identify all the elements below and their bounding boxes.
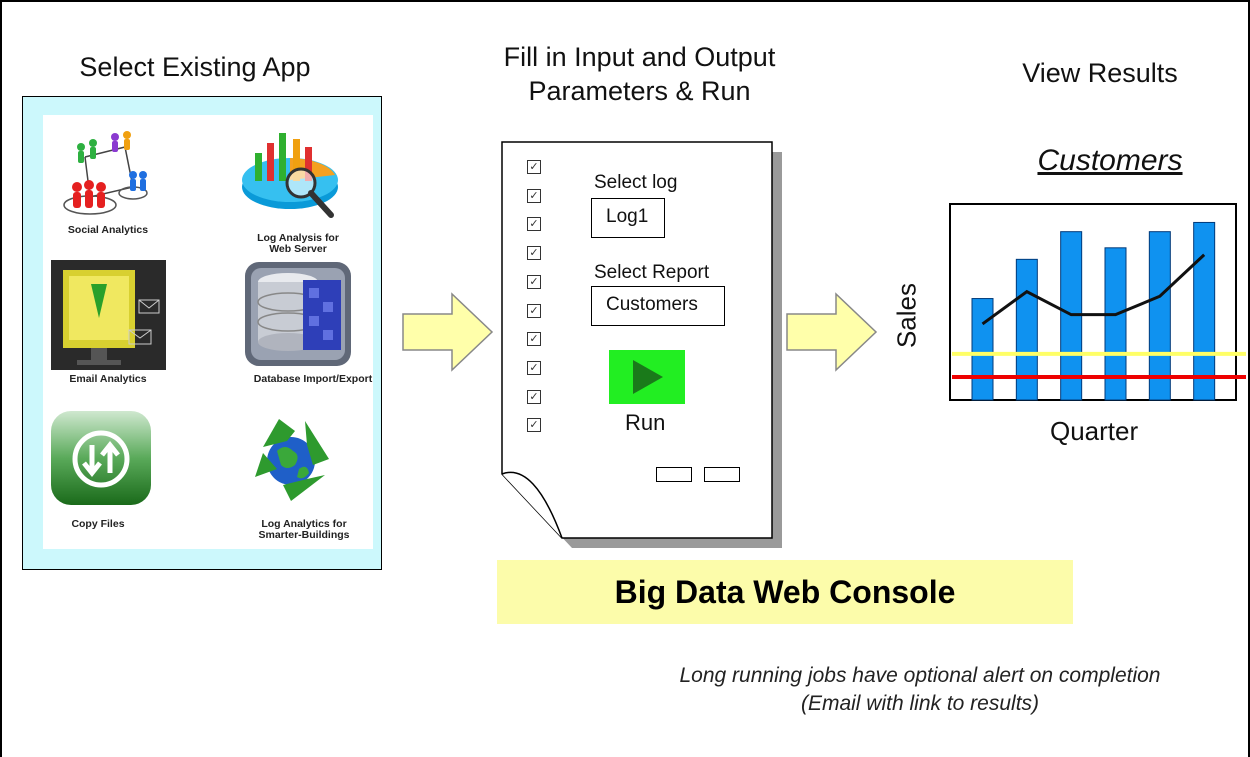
app-database-import-export[interactable]: Database Import/Export xyxy=(213,260,372,390)
form-checkbox[interactable]: ✓ xyxy=(527,418,541,433)
app-label: Database Import/Export xyxy=(253,374,373,385)
form-checkbox[interactable]: ✓ xyxy=(527,160,541,174)
form-checkbox[interactable]: ✓ xyxy=(527,332,541,347)
form-checkbox[interactable]: ✓ xyxy=(527,246,541,261)
play-icon xyxy=(633,360,663,394)
app-copy-files[interactable]: Copy Files xyxy=(43,407,193,537)
form-checkbox[interactable]: ✓ xyxy=(527,188,541,203)
heading-fill-params-line2: Parameters & Run xyxy=(528,76,751,106)
form-checkbox[interactable]: ✓ xyxy=(527,360,541,375)
chart-title: Customers xyxy=(1037,144,1183,177)
completion-note: Long running jobs have optional alert on… xyxy=(600,662,1240,718)
chart-y-axis-label: Sales xyxy=(891,282,922,349)
heading-select-app: Select Existing App xyxy=(79,52,311,82)
form-checkbox[interactable]: ✓ xyxy=(527,217,541,232)
heading-fill-params: Fill in Input and Output Parameters & Ru… xyxy=(452,40,827,108)
heading-fill-params-line1: Fill in Input and Output xyxy=(503,42,776,72)
app-label: Copy Files xyxy=(71,518,125,530)
form-small-button-2[interactable] xyxy=(704,467,740,482)
transfer-arrows-icon xyxy=(51,411,151,505)
chart-bar xyxy=(971,298,994,401)
chart-trend-line xyxy=(981,253,1206,326)
form-checkbox[interactable]: ✓ xyxy=(527,274,541,289)
magnifier-chart-icon xyxy=(242,133,338,218)
database-icon xyxy=(245,262,351,366)
app-log-analytics-smarter-buildings[interactable]: Log Analytics for Smarter-Buildings xyxy=(213,407,363,547)
app-label: Email Analytics xyxy=(69,373,147,385)
form-checkbox[interactable]: ✓ xyxy=(527,303,541,318)
app-grid: Social Analytics Log Analysis for Web Se… xyxy=(43,115,373,549)
app-selection-panel: Social Analytics Log Analysis for Web Se… xyxy=(22,96,382,570)
app-label: Log Analysis for Web Server xyxy=(257,232,339,255)
flow-arrow-2 xyxy=(786,292,878,372)
completion-note-line1: Long running jobs have optional alert on… xyxy=(679,664,1161,687)
form-small-button-1[interactable] xyxy=(656,467,692,482)
form-checkbox[interactable]: ✓ xyxy=(527,389,541,404)
completion-note-line2: (Email with link to results) xyxy=(800,692,1040,715)
people-network-icon xyxy=(63,131,148,215)
run-label: Run xyxy=(625,410,666,435)
app-social-analytics[interactable]: Social Analytics xyxy=(43,115,193,250)
chart-bar xyxy=(1193,221,1216,401)
email-monitor-icon xyxy=(51,260,166,370)
select-report-field[interactable]: Customers xyxy=(591,286,725,326)
recycle-globe-icon xyxy=(255,419,329,501)
app-label: Log Analytics for Smarter-Buildings xyxy=(258,518,350,541)
flow-arrow-1 xyxy=(402,292,494,372)
select-log-label: Select log xyxy=(594,172,678,193)
chart-x-axis-label: Quarter xyxy=(1050,416,1139,446)
chart-plot-area xyxy=(949,203,1237,401)
app-log-analysis-web-server[interactable]: Log Analysis for Web Server xyxy=(213,115,363,260)
chart-bar xyxy=(1148,231,1171,401)
select-report-label: Select Report xyxy=(594,262,710,283)
select-log-field[interactable]: Log1 xyxy=(591,198,665,238)
heading-view-results: View Results xyxy=(1022,58,1178,88)
app-email-analytics[interactable]: Email Analytics xyxy=(43,260,193,390)
app-label: Social Analytics xyxy=(67,224,149,236)
console-banner: Big Data Web Console xyxy=(497,560,1073,624)
run-button[interactable] xyxy=(609,350,685,404)
chart-bar xyxy=(1104,247,1127,401)
results-chart xyxy=(949,203,1246,401)
